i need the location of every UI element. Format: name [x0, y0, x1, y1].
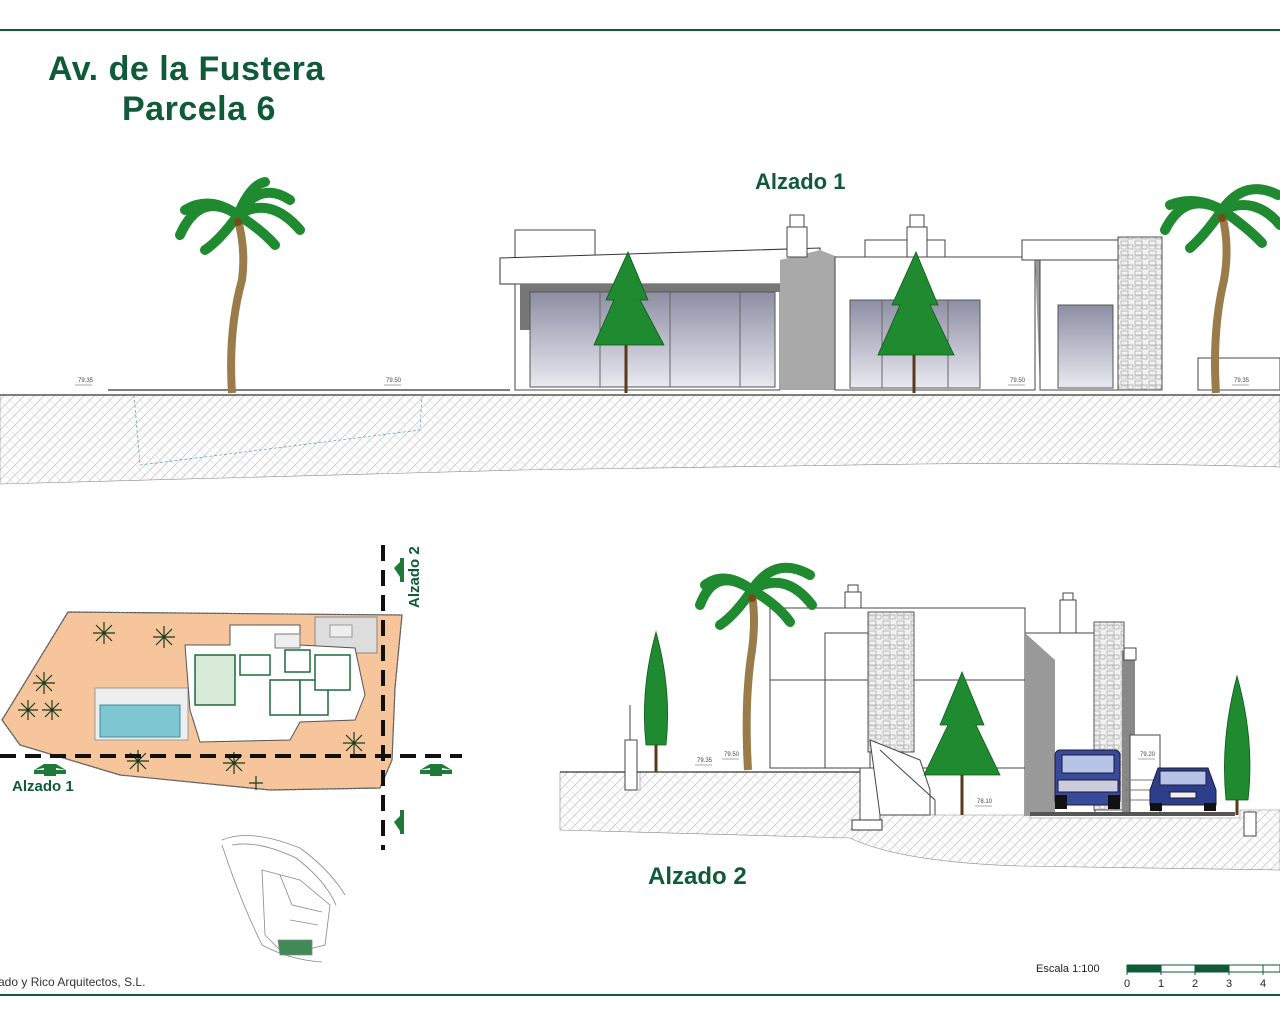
- fir-tree-icon: [593, 251, 665, 393]
- ground-section-1: [0, 394, 1280, 485]
- scale-tick: 1: [1158, 978, 1164, 990]
- fir-tree-icon: [923, 670, 1001, 815]
- palm-tree-icon: [1160, 184, 1280, 394]
- scale-tick: 0: [1124, 978, 1130, 990]
- plan-label-alzado-2: Alzado 2: [406, 546, 423, 608]
- pool-outline: [133, 394, 423, 466]
- stone-wall: [1117, 236, 1163, 391]
- elevation-2: 79.35 79.50 79.20 78.10: [559, 562, 1280, 871]
- plan-palm-icons: [18, 622, 365, 790]
- level-mark: 79.50: [724, 752, 740, 758]
- view-arrow-icon: [420, 764, 452, 776]
- palm-tree-icon: [175, 177, 305, 394]
- car-icon: [1149, 767, 1217, 811]
- level-mark: 79.50: [386, 378, 402, 384]
- cypress-tree-icon: [1224, 674, 1251, 815]
- level-marks-1: 79.35 79.50 79.50 79.35: [75, 378, 1250, 386]
- palm-tree-icon: [695, 562, 817, 771]
- view-arrow-icon: [34, 764, 66, 776]
- drawing-title: Av. de la Fustera: [48, 50, 325, 88]
- plan-label-alzado-1: Alzado 1: [12, 778, 74, 795]
- architect-credit: ado y Rico Arquitectos, S.L.: [0, 975, 146, 989]
- elevation-1-title: Alzado 1: [755, 169, 846, 194]
- scale-tick: 3: [1226, 978, 1232, 990]
- site-plan: [0, 545, 462, 963]
- scale-bar: 0 1 2 3 4: [1124, 964, 1280, 990]
- level-mark: 79.20: [1140, 752, 1156, 758]
- car-icon: [1054, 749, 1121, 809]
- ground-section-2: [559, 771, 1280, 871]
- level-mark: 79.50: [1010, 378, 1026, 384]
- level-mark: 79.35: [78, 378, 94, 384]
- elevation-2-title: Alzado 2: [648, 863, 747, 890]
- pool: [99, 704, 181, 738]
- view-arrow-icon: [394, 810, 404, 834]
- level-mark: 78.10: [977, 799, 993, 805]
- elevation-1: 79.35 79.50 79.50 79.35: [0, 177, 1280, 485]
- scale-tick: 4: [1260, 978, 1266, 990]
- view-arrow-icon: [394, 558, 404, 582]
- scale-label: Escala 1:100: [1036, 963, 1100, 975]
- fir-tree-icon: [877, 250, 955, 393]
- level-marks-2: 79.35 79.50 79.20 78.10: [695, 752, 1156, 807]
- drawing-subtitle: Parcela 6: [122, 90, 276, 128]
- level-mark: 79.35: [1234, 378, 1250, 384]
- level-mark: 79.35: [697, 758, 713, 764]
- scale-tick: 2: [1192, 978, 1198, 990]
- location-map: [221, 835, 346, 963]
- cypress-tree-icon: [643, 630, 669, 772]
